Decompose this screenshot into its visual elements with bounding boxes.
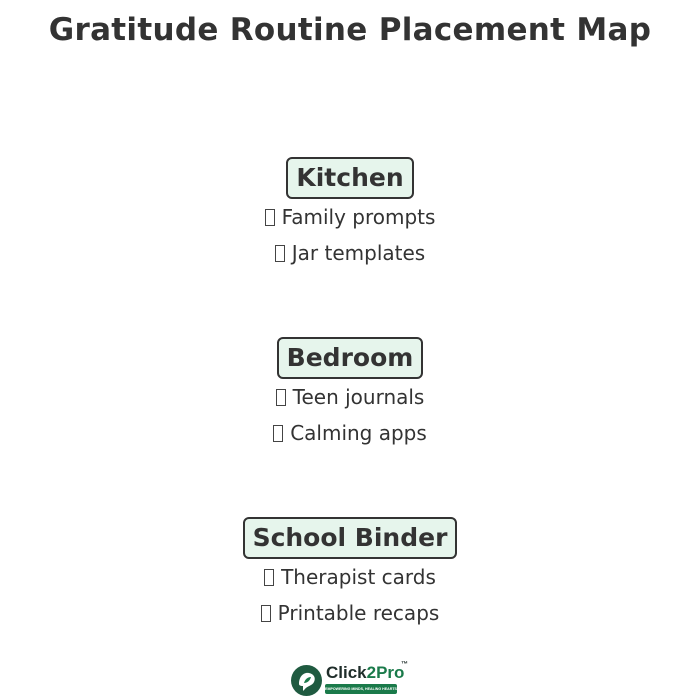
list-item: Family prompts xyxy=(0,203,700,239)
zone-item-list: Therapist cards Printable recaps xyxy=(0,563,700,635)
list-item: Calming apps xyxy=(0,419,700,455)
logo-wordmark: Click2Pro xyxy=(326,663,405,682)
missing-glyph-box-icon xyxy=(264,209,275,226)
zone-school-binder: School Binder Therapist cards Printable … xyxy=(0,517,700,635)
list-item: Printable recaps xyxy=(0,599,700,635)
brand-logo: Click2Pro ™ EMPOWERING MINDS, HEALING HE… xyxy=(290,661,420,698)
list-item: Teen journals xyxy=(0,383,700,419)
missing-glyph-box-icon xyxy=(274,245,285,262)
trademark-symbol: ™ xyxy=(401,661,408,668)
list-item-label: Printable recaps xyxy=(277,601,440,625)
list-item: Therapist cards xyxy=(0,563,700,599)
zone-kitchen: Kitchen Family prompts Jar templates xyxy=(0,157,700,275)
list-item-label: Teen journals xyxy=(292,385,425,409)
missing-glyph-box-icon xyxy=(275,389,286,406)
zone-item-list: Teen journals Calming apps xyxy=(0,383,700,455)
missing-glyph-box-icon xyxy=(260,605,271,622)
zone-bedroom: Bedroom Teen journals Calming apps xyxy=(0,337,700,455)
missing-glyph-box-icon xyxy=(264,569,275,586)
list-item-label: Calming apps xyxy=(290,421,427,445)
brain-leaf-icon xyxy=(291,665,322,696)
list-item-label: Jar templates xyxy=(291,241,426,265)
list-item-label: Therapist cards xyxy=(281,565,436,589)
zone-label-box: Bedroom xyxy=(276,337,424,379)
logo-tagline: EMPOWERING MINDS, HEALING HEARTS xyxy=(325,684,397,694)
zone-item-list: Family prompts Jar templates xyxy=(0,203,700,275)
zone-label-box: Kitchen xyxy=(286,157,414,199)
missing-glyph-box-icon xyxy=(273,425,284,442)
zone-label-box: School Binder xyxy=(242,517,458,559)
page-title: Gratitude Routine Placement Map xyxy=(48,12,652,48)
list-item-label: Family prompts xyxy=(281,205,436,229)
list-item: Jar templates xyxy=(0,239,700,275)
